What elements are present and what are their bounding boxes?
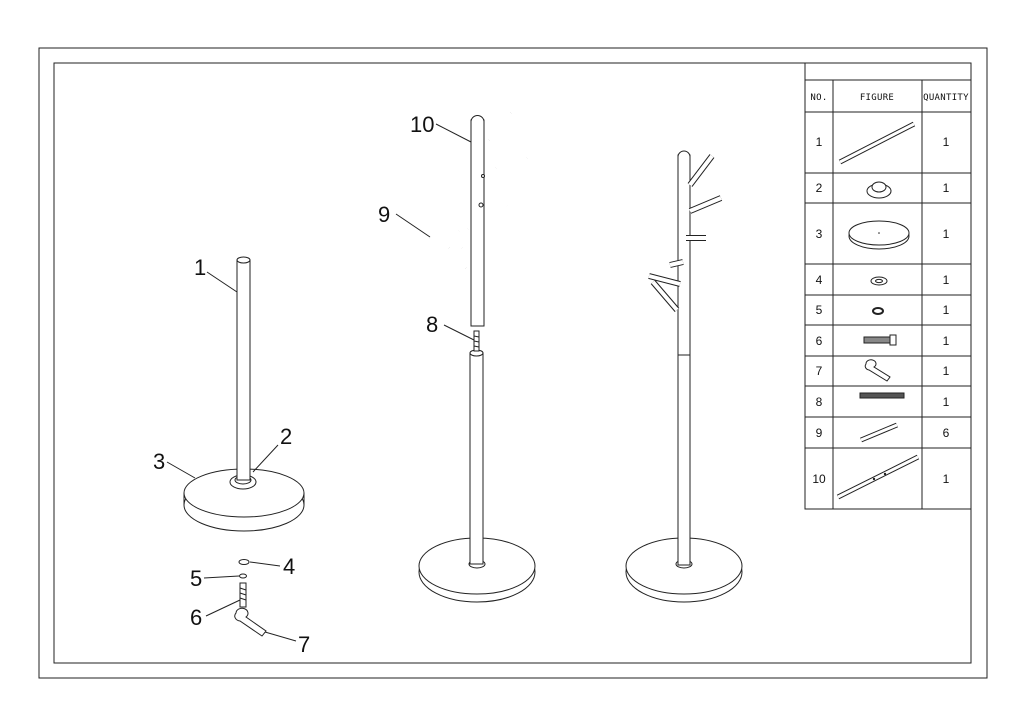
- table-row-qty: 1: [943, 273, 950, 287]
- callout-5: 5: [190, 566, 202, 591]
- long-pole-icon: [838, 121, 916, 165]
- callout-3: 3: [153, 449, 165, 474]
- callout-8: 8: [426, 312, 438, 337]
- exploded-upper-view: [418, 111, 536, 603]
- assembled-view: [625, 150, 743, 603]
- table-row-no: 7: [816, 364, 823, 378]
- round-base-icon: [848, 220, 910, 250]
- wrench-part: [234, 607, 267, 637]
- table-row-no: 1: [816, 135, 823, 149]
- spring-washer-part: [239, 573, 247, 579]
- upper-pole-icon: [836, 454, 920, 500]
- parts-table: NO. FIGURE QUANTITY 1 2 3 4 5 6 7 8 9 10…: [804, 62, 972, 510]
- bolt-icon: [863, 334, 897, 346]
- table-row-no: 5: [816, 303, 823, 317]
- table-row-qty: 1: [943, 303, 950, 317]
- callout-6: 6: [190, 605, 202, 630]
- callout-7: 7: [298, 632, 310, 657]
- table-row-no: 10: [812, 472, 826, 486]
- callout-10: 10: [410, 112, 434, 137]
- table-row-no: 9: [816, 426, 823, 440]
- table-row-qty: 6: [943, 426, 950, 440]
- table-row-no: 8: [816, 395, 823, 409]
- table-row-qty: 1: [943, 181, 950, 195]
- table-row-qty: 1: [943, 395, 950, 409]
- table-header-quantity: QUANTITY: [923, 93, 969, 103]
- table-row-no: 3: [816, 227, 823, 241]
- table-row-no: 4: [816, 273, 823, 287]
- outer-frame: [38, 47, 988, 679]
- table-row-no: 2: [816, 181, 823, 195]
- wrench-icon: [864, 359, 891, 382]
- upper-pole-part: [470, 119, 485, 327]
- pole-part-1: [236, 259, 251, 481]
- exploded-base-view: [183, 256, 305, 637]
- washer-icon: [870, 276, 888, 286]
- callout-2: 2: [280, 424, 292, 449]
- lower-pole-part: [469, 352, 484, 565]
- table-header-figure: FIGURE: [860, 93, 894, 103]
- callout-4: 4: [283, 554, 295, 579]
- table-row-qty: 1: [943, 364, 950, 378]
- assembled-pole: [677, 154, 691, 566]
- spring-washer-icon: [872, 307, 884, 315]
- hook-peg-icon: [860, 422, 898, 443]
- table-row-qty: 1: [943, 334, 950, 348]
- washer-part: [238, 559, 250, 565]
- cap-icon: [866, 181, 892, 199]
- table-row-qty: 1: [943, 135, 950, 149]
- table-row-qty: 1: [943, 227, 950, 241]
- callout-1: 1: [194, 255, 206, 280]
- table-row-qty: 1: [943, 472, 950, 486]
- threaded-rod-icon: [859, 392, 905, 399]
- callout-9: 9: [378, 202, 390, 227]
- table-row-no: 6: [816, 334, 823, 348]
- table-header-no: NO.: [810, 93, 827, 103]
